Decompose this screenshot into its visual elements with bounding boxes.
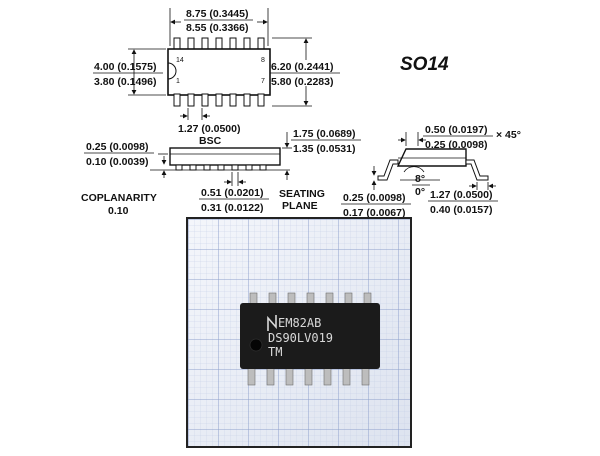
pin-1-label: 1 (176, 78, 180, 85)
standoff-max: 0.25 (0.0098) (86, 141, 148, 153)
height-max: 1.75 (0.0689) (293, 128, 355, 140)
chip-photo: EM82AB DS90LV019 TM (186, 217, 412, 448)
coplanarity-label: COPLANARITY (81, 192, 157, 204)
lead-detail: 0.50 (0.0197) 0.25 (0.0098) × 45° 8° 0° … (341, 124, 521, 219)
bottom-leads (173, 93, 265, 107)
top-length-max: 8.75 (0.3445) (186, 8, 248, 20)
chip-marking-line-3: TM (268, 345, 282, 359)
chip-photo-svg: EM82AB DS90LV019 TM (188, 219, 410, 446)
pin1-dot (249, 338, 263, 352)
top-view: 8.75 (0.3445) 8.55 (0.3366) 14 8 1 7 (93, 8, 340, 147)
body-width-min: 3.80 (0.1496) (94, 76, 156, 88)
angle-max: 8° (415, 173, 425, 185)
lead-span-min: 5.80 (0.2283) (271, 76, 333, 88)
lead-span-max: 6.20 (0.2441) (271, 61, 333, 73)
chamfer-multiplier: × 45° (496, 129, 521, 141)
side-leads (175, 164, 267, 171)
photo-bottom-leads (247, 364, 370, 386)
coplanarity-value: 0.10 (108, 205, 129, 217)
top-leads (173, 37, 265, 51)
chip-marking-line-1: EM82AB (278, 316, 321, 330)
chamfer-max: 0.50 (0.0197) (425, 124, 487, 136)
body-width-max: 4.00 (0.1575) (94, 61, 156, 73)
pin-8-label: 8 (261, 57, 265, 64)
lead-width-min: 0.31 (0.0122) (201, 202, 263, 214)
package-title: SO14 (400, 54, 449, 75)
side-body (169, 147, 281, 166)
angle-min: 0° (415, 186, 425, 198)
photo-top-leads (249, 292, 372, 310)
chip-marking-line-2: DS90LV019 (268, 331, 333, 345)
top-body (167, 48, 271, 96)
side-view: 0.25 (0.0098) 0.10 (0.0039) 1.75 (0.0689… (81, 128, 361, 217)
lead-thickness-max: 0.25 (0.0098) (343, 192, 405, 204)
ns-logo-icon (267, 315, 277, 331)
seating-plane-label-1: SEATING (279, 188, 325, 200)
standoff-min: 0.10 (0.0039) (86, 156, 148, 168)
lead-thickness-min: 0.17 (0.0067) (343, 207, 405, 219)
pin-14-label: 14 (176, 57, 184, 64)
top-length-min: 8.55 (0.3366) (186, 22, 248, 34)
seating-plane-label-2: PLANE (282, 200, 318, 212)
chamfer-min: 0.25 (0.0098) (425, 139, 487, 151)
pitch-bsc: BSC (199, 135, 222, 147)
foot-length-max: 1.27 (0.0500) (430, 189, 492, 201)
lead-width-max: 0.51 (0.0201) (201, 187, 263, 199)
photo-chip-body (240, 303, 380, 369)
pin-7-label: 7 (261, 78, 265, 85)
pitch-value: 1.27 (0.0500) (178, 123, 240, 135)
foot-length-min: 0.40 (0.0157) (430, 204, 492, 216)
height-min: 1.35 (0.0531) (293, 143, 355, 155)
